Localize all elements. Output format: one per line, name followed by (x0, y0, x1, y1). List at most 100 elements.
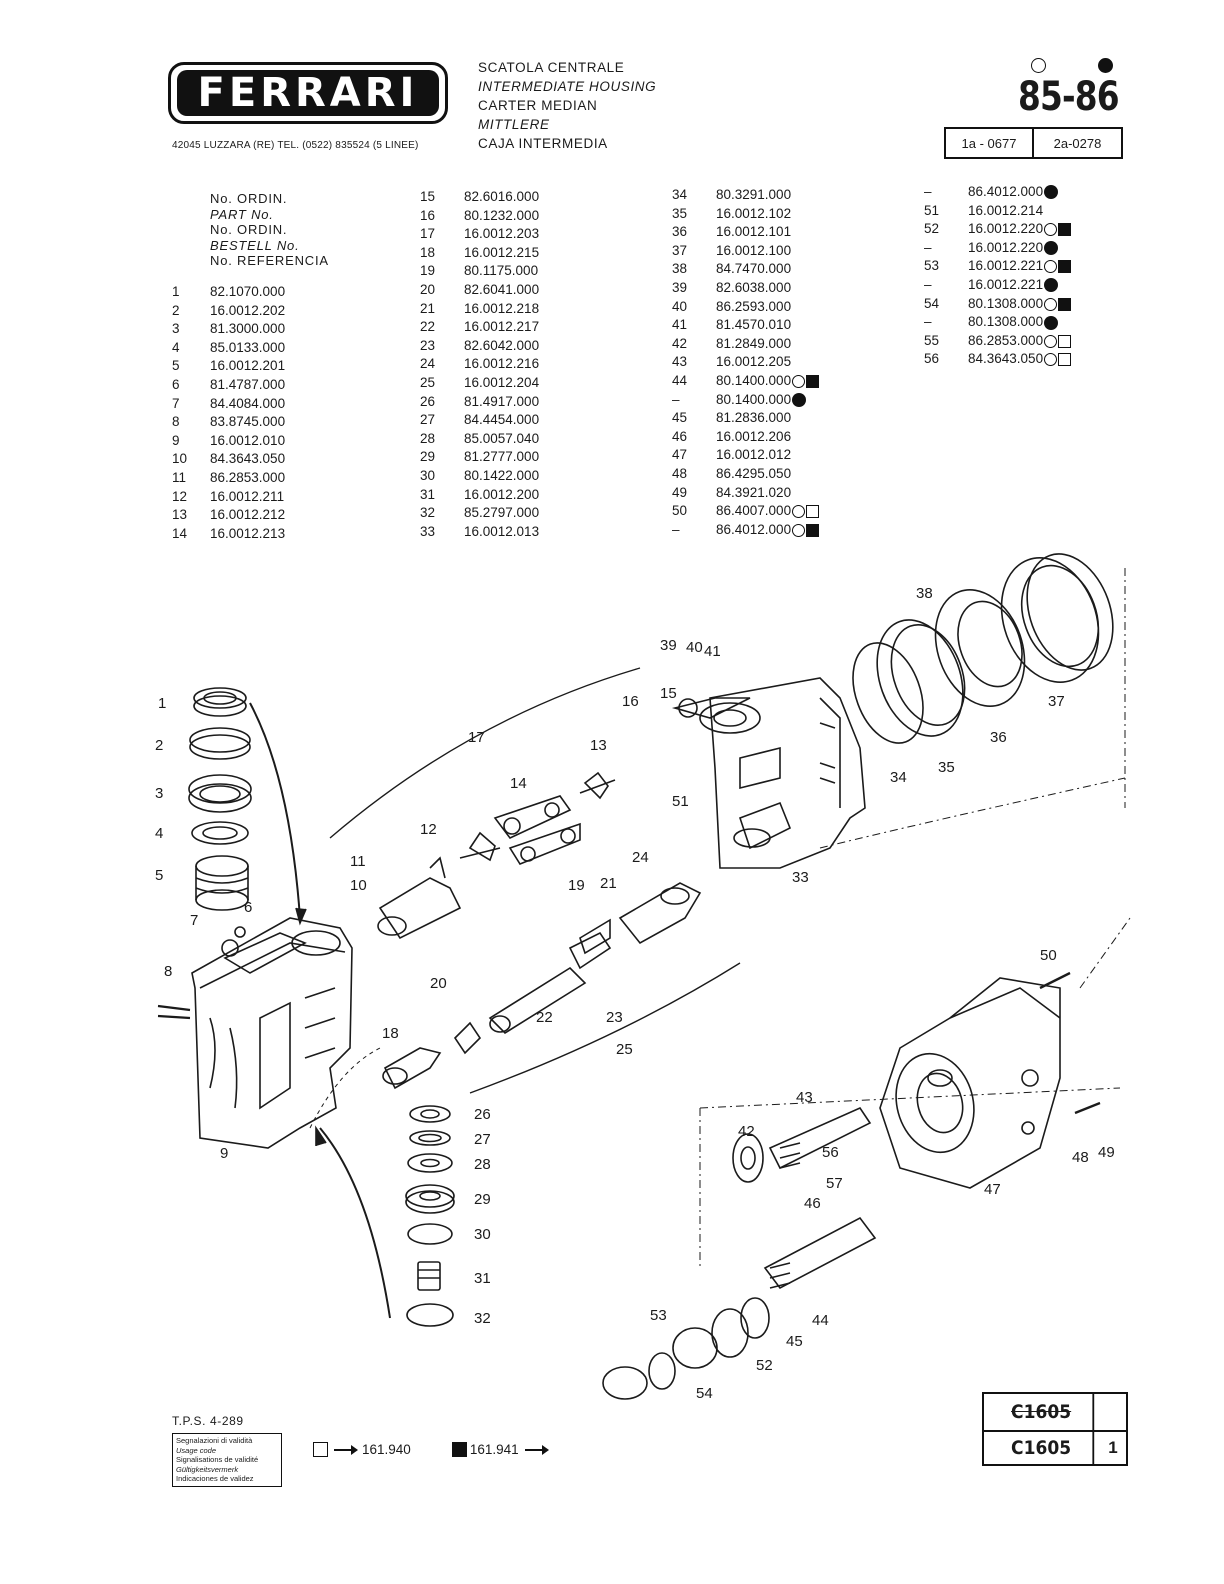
spider-13 (459, 771, 616, 862)
part-number: 32 (420, 505, 436, 521)
model-number: 85-86 (1018, 74, 1120, 120)
part-number: – (924, 239, 932, 255)
part-number: 25 (420, 375, 436, 390)
part-code: 80.1175.000 (464, 263, 539, 279)
ferrari-logo: FERRARI (168, 62, 448, 124)
company-address: 42045 LUZZARA (RE) TEL. (0522) 835524 (5… (172, 140, 419, 151)
part-code: 84.3643.050 (210, 451, 286, 467)
part-code: 16.0012.201 (210, 358, 286, 374)
part-code: 16.0012.218 (464, 300, 540, 316)
callout-label: 46 (804, 1195, 821, 1212)
part-number: 37 (672, 242, 688, 258)
part-number: 54 (924, 295, 940, 311)
part-number: 8 (172, 414, 180, 430)
callout-label: 51 (672, 793, 689, 810)
part-code: 85.0057.040 (464, 430, 540, 446)
part-number: 18 (420, 244, 436, 260)
black-square-icon (1058, 223, 1072, 237)
part-number: 17 (420, 226, 436, 242)
black-dot-icon (792, 393, 807, 408)
part-code: 16.0012.221 (968, 276, 1059, 294)
housing-47 (879, 977, 1061, 1189)
callout-label: 56 (822, 1144, 839, 1161)
validity-line: Usage code (176, 1445, 217, 1455)
callout-label: 15 (660, 685, 677, 702)
part-number: 50 (672, 503, 688, 519)
part-code: 86.2853.000 (968, 332, 1072, 350)
part-code: 84.4084.000 (210, 395, 286, 411)
callout-label: 12 (420, 821, 437, 838)
callout-label: 54 (696, 1385, 713, 1402)
validity-line: Segnalazioni di validità (176, 1436, 253, 1445)
part-code: 16.0012.220 (968, 239, 1059, 257)
callout-label: 32 (474, 1310, 491, 1327)
callout-label: 13 (590, 737, 607, 754)
part-number: 14 (172, 525, 188, 541)
part-code: 86.4012.000 (716, 521, 820, 539)
part-code: 86.4007.000 (716, 502, 820, 520)
part-code: 80.1422.000 (464, 468, 540, 483)
white-circle-icon (792, 374, 806, 388)
part-code: 16.0012.215 (464, 244, 540, 260)
part-code: 84.4454.000 (464, 412, 540, 428)
part-code: 84.3643.050 (968, 350, 1072, 368)
part-code: 82.6042.000 (464, 337, 540, 353)
parts-header: No. ORDIN. PART No. No. ORDIN. BESTELL N… (210, 191, 329, 269)
black-square-icon (806, 374, 820, 388)
lower-stack (405, 1105, 455, 1327)
part-number: 7 (172, 395, 180, 411)
callout-label: 41 (704, 643, 721, 660)
part-number: 10 (172, 451, 188, 467)
part-number: 47 (672, 447, 688, 463)
callout-label: 49 (1098, 1144, 1115, 1161)
housing-33 (671, 677, 866, 869)
part-number: – (672, 391, 680, 407)
part-code: 80.1400.000 (716, 391, 807, 409)
part-number: 39 (672, 280, 688, 295)
housing-9 (157, 917, 353, 1149)
part-code: 16.0012.206 (716, 428, 792, 444)
part-code: 16.0012.202 (210, 302, 286, 318)
part-number: 56 (924, 351, 940, 367)
callout-label: 45 (786, 1333, 803, 1350)
part-number: 38 (672, 261, 688, 277)
yoke-12 (377, 856, 462, 940)
part-code: 86.2853.000 (210, 470, 286, 485)
part-code: 16.0012.100 (716, 242, 792, 258)
callout-label: 21 (600, 875, 617, 892)
callout-label: 10 (350, 877, 367, 894)
part-number: 20 (420, 282, 436, 297)
callout-label: 6 (244, 899, 252, 916)
callout-label: 50 (1040, 947, 1057, 964)
white-circle-icon (1044, 260, 1058, 274)
callout-label: 47 (984, 1181, 1001, 1198)
callout-label: 33 (792, 869, 809, 886)
white-circle-icon (1031, 58, 1046, 73)
part-code: 85.2797.000 (464, 505, 540, 521)
part-code: 80.3291.000 (716, 187, 792, 202)
white-circle-icon (792, 523, 806, 537)
black-square-icon (1058, 297, 1072, 311)
part-number: 42 (672, 335, 688, 351)
title-en: INTERMEDIATE HOUSING (478, 79, 657, 94)
callout-label: 23 (606, 1009, 623, 1026)
validity-codes: 161.940 161.941 (312, 1442, 553, 1457)
white-square-icon (313, 1442, 328, 1457)
callout-label: 48 (1072, 1149, 1089, 1166)
part-code: 81.3000.000 (210, 321, 286, 337)
part-number: 24 (420, 356, 436, 372)
part-code: 80.1232.000 (464, 207, 540, 223)
part-number: – (924, 184, 932, 199)
part-code: 16.0012.217 (464, 319, 540, 335)
callout-label: 19 (568, 877, 585, 894)
white-circle-icon (792, 505, 806, 519)
part-number: 9 (172, 432, 180, 448)
callout-label: 37 (1048, 693, 1065, 710)
part-number: – (924, 277, 932, 292)
validity-black-code: 161.941 (469, 1442, 519, 1457)
callout-label: 17 (468, 729, 485, 746)
part-code: 86.4012.000 (968, 183, 1059, 201)
part-code: 16.0012.214 (968, 202, 1044, 218)
part-number: 19 (420, 263, 436, 279)
part-number: 23 (420, 337, 436, 353)
